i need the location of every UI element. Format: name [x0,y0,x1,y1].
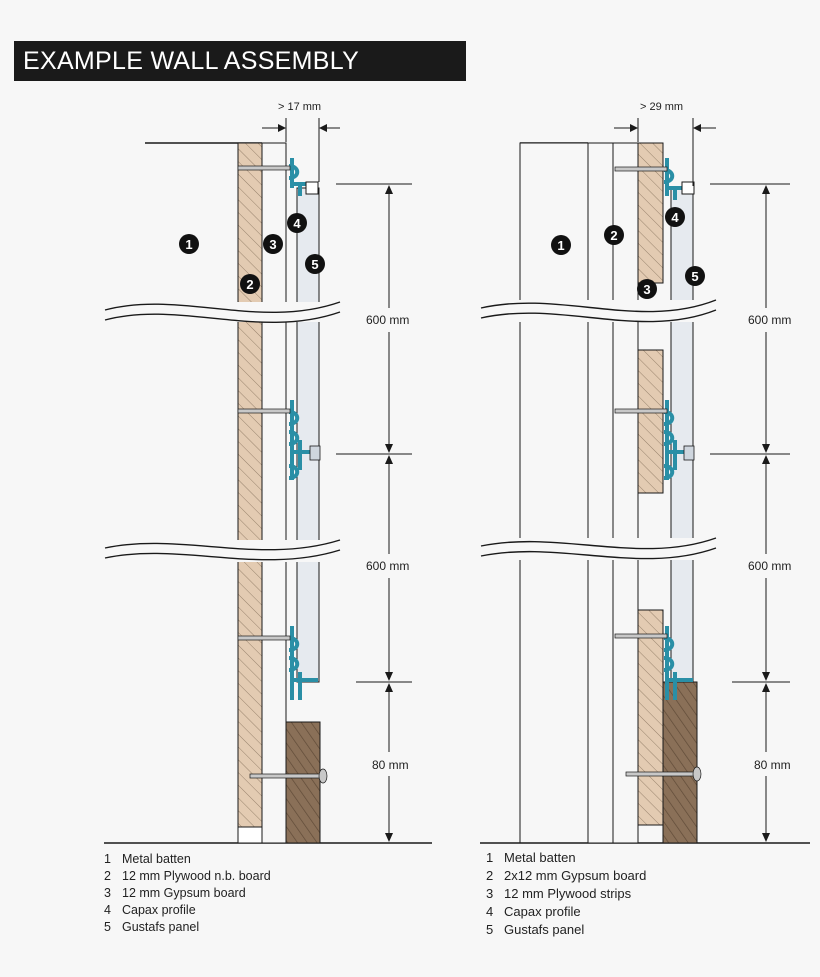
svg-text:1: 1 [557,238,564,253]
right-plywood-strip-1 [637,142,664,284]
left-screw-4 [249,768,328,784]
left-gypsum-board [261,142,287,844]
right-capax-profile-top [663,158,695,200]
left-screw-1 [237,165,291,171]
svg-text:5: 5 [311,257,318,272]
right-capax-profile-mid [663,400,695,480]
left-screw-3 [237,635,291,641]
right-gustafs-panel [670,187,694,683]
right-break-line-1 [476,299,717,323]
right-plywood-strip-2 [637,349,664,494]
svg-text:4: 4 [671,210,679,225]
right-marker-3: 3 [637,279,657,299]
svg-text:3: 3 [269,237,276,252]
right-dim-600-upper: 600 mm [748,313,791,327]
left-capax-profile-mid [288,400,321,480]
left-capax-profile-low [288,626,318,700]
right-capax-profile-low [663,626,693,700]
left-marker-2: 2 [240,274,260,294]
left-dim-600-upper: 600 mm [366,313,409,327]
right-wood-base [662,681,698,844]
right-plywood-strip-3 [637,609,664,826]
left-dim-80: 80 mm [372,758,409,772]
left-dim-600-lower: 600 mm [366,559,409,573]
left-capax-profile-top [288,158,319,196]
right-marker-4: 4 [665,207,685,227]
right-screw-4 [625,766,702,782]
right-top-dimension: > 29 mm [614,101,716,186]
right-gypsum-board-1 [587,142,614,844]
right-metal-batten [519,142,589,844]
right-gypsum-board-2 [612,142,639,844]
page-title: EXAMPLE WALL ASSEMBLY [14,41,466,81]
left-screw-2 [237,408,291,414]
right-screw-2 [614,408,668,414]
svg-text:4: 4 [293,216,301,231]
right-assembly: > 29 mm 600 mm 600 mm 80 mm 1 2 [476,101,810,844]
svg-text:1: 1 [185,237,192,252]
left-marker-3: 3 [263,234,283,254]
right-screw-1 [614,166,668,172]
left-marker-5: 5 [305,254,325,274]
right-vertical-dimensions: 600 mm 600 mm 80 mm [710,183,791,842]
right-marker-5: 5 [685,266,705,286]
right-top-dim-label: > 29 mm [640,101,683,113]
left-break-line-1 [100,301,341,323]
left-top-dimension: > 17 mm [262,101,340,182]
left-assembly: > 17 mm 600 mm 600 mm 80 mm 1 2 [100,101,432,844]
svg-text:5: 5 [691,269,698,284]
right-screw-3 [614,633,668,639]
right-marker-2: 2 [604,225,624,245]
left-marker-1: 1 [179,234,199,254]
left-break-line-2 [100,539,341,562]
svg-text:2: 2 [610,228,617,243]
left-top-dim-label: > 17 mm [278,101,321,113]
right-break-line-2 [476,537,717,560]
svg-text:2: 2 [246,277,253,292]
left-vertical-dimensions: 600 mm 600 mm 80 mm [336,183,412,842]
left-wood-base [285,721,321,844]
right-dim-80: 80 mm [754,758,791,772]
left-marker-4: 4 [287,213,307,233]
left-plywood-board [237,142,263,828]
right-dim-600-lower: 600 mm [748,559,791,573]
svg-text:3: 3 [643,282,650,297]
right-marker-1: 1 [551,235,571,255]
